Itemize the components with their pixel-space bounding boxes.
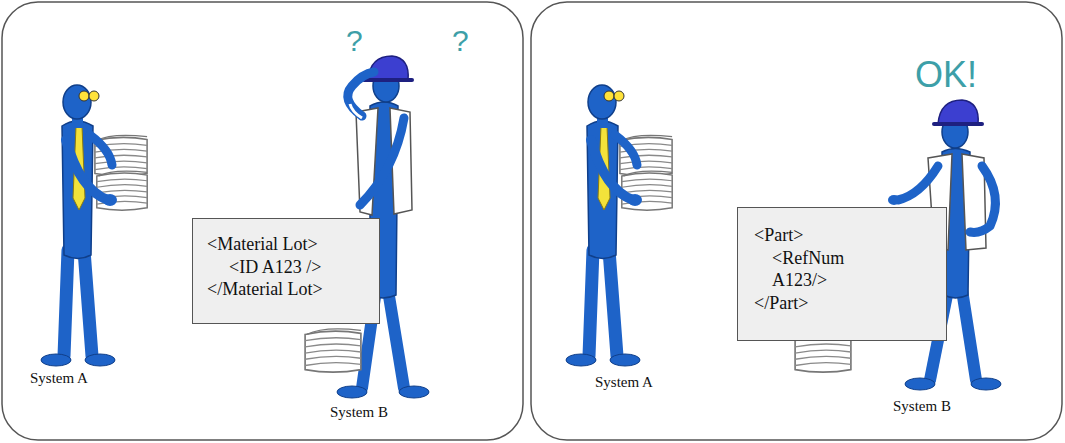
xml-line: <Material Lot> <box>207 233 365 256</box>
question-mark: ? <box>346 24 363 58</box>
system-label: System A <box>30 370 88 387</box>
system-label: System A <box>595 374 653 391</box>
question-mark: ? <box>452 24 469 58</box>
person-figure <box>566 85 672 366</box>
message-box: <Material Lot><ID A123 /></Material Lot> <box>192 218 380 324</box>
system-label: System B <box>330 404 388 421</box>
xml-line: <ID A123 /> <box>229 256 365 279</box>
ok-exclamation: OK! <box>915 54 977 96</box>
xml-line: </Part> <box>754 292 930 315</box>
system-label: System B <box>893 398 951 415</box>
person-figure <box>41 85 147 366</box>
message-box: <Part><RefNum A123/></Part> <box>737 207 947 341</box>
xml-line: <Part> <box>754 224 930 247</box>
xml-line: </Material Lot> <box>207 278 365 301</box>
xml-line: <RefNum A123/> <box>772 247 872 292</box>
